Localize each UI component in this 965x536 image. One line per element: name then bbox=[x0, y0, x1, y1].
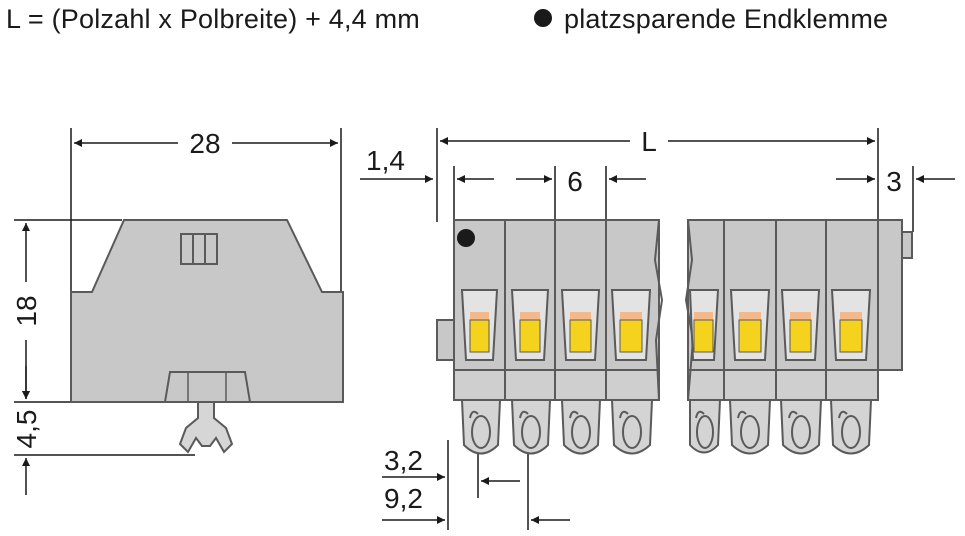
solder-pin bbox=[779, 399, 823, 455]
side-view: 28 18 4,5 bbox=[11, 128, 344, 495]
solder-pin bbox=[510, 399, 552, 455]
solder-pin bbox=[460, 399, 502, 455]
clamp-window bbox=[460, 289, 499, 361]
solder-pin bbox=[728, 399, 772, 455]
solder-pin bbox=[610, 399, 654, 455]
dim-label-length: L bbox=[641, 126, 657, 157]
housing-side bbox=[70, 219, 344, 403]
end-clamp-marker-dot bbox=[457, 229, 475, 247]
clamp-window bbox=[510, 289, 550, 361]
clamp-window bbox=[610, 289, 652, 361]
dim-label-28: 28 bbox=[189, 128, 220, 159]
clamp-window bbox=[560, 289, 601, 361]
filled-circle-icon bbox=[534, 9, 552, 27]
mounting-pin bbox=[178, 401, 234, 454]
front-view: L 1,4 6 3 3,2 9,2 bbox=[360, 126, 955, 530]
clamp-window bbox=[729, 289, 771, 361]
dim-label-3: 3 bbox=[886, 166, 902, 197]
clamp-window bbox=[688, 289, 720, 361]
end-plate-left bbox=[436, 319, 455, 361]
endclamp-note: platzsparende Endklemme bbox=[534, 4, 888, 35]
dim-label-pitch: 6 bbox=[567, 166, 583, 197]
dim-label-3-2: 3,2 bbox=[384, 445, 423, 476]
endclamp-note-label: platzsparende Endklemme bbox=[564, 4, 889, 34]
end-plate-right bbox=[877, 219, 903, 371]
dim-label-1-4: 1,4 bbox=[366, 145, 405, 176]
clamp-window bbox=[780, 289, 821, 361]
dim-label-4-5: 4,5 bbox=[11, 410, 42, 449]
formula-text: L = (Polzahl x Polbreite) + 4,4 mm bbox=[6, 4, 420, 34]
dim-label-18: 18 bbox=[11, 295, 42, 326]
clamp-window bbox=[830, 289, 872, 361]
dim-label-9-2: 9,2 bbox=[384, 483, 423, 514]
solder-pin bbox=[689, 399, 722, 454]
solder-pin bbox=[560, 399, 602, 455]
solder-pin bbox=[829, 399, 873, 455]
